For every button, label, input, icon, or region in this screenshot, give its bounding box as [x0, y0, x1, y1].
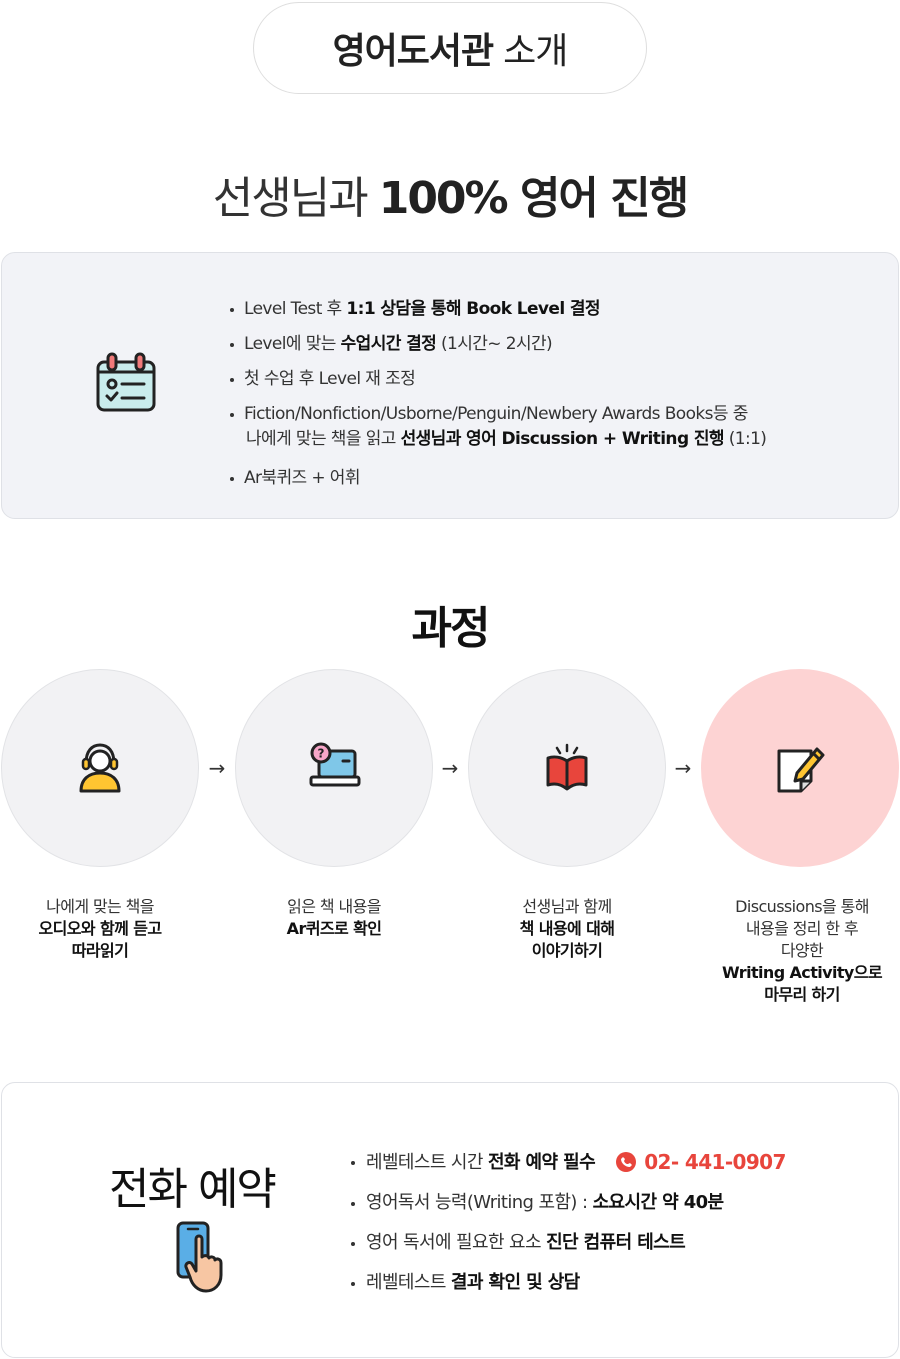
info-item: Level Test 후 1:1 상담을 통해 Book Level 결정: [230, 297, 766, 322]
arrow-icon: →: [674, 756, 692, 780]
process-title: 과정: [411, 603, 491, 654]
laptop-question-icon: ?: [309, 742, 361, 787]
step-2-text: 읽은 책 내용을 Ar퀴즈로 확인: [286, 897, 382, 938]
page-title: 영어도서관 소개: [253, 2, 647, 94]
step-4-circle: [701, 669, 899, 867]
reservation-item: 영어독서 능력(Writing 포함) : 소요시간 약 40분: [350, 1190, 786, 1216]
phone-tap-icon: [176, 1221, 223, 1293]
phone-number[interactable]: 02- 441-0907: [616, 1149, 786, 1175]
calendar-checklist-icon: [96, 352, 156, 412]
note-pencil-icon: [777, 747, 825, 793]
reservation-title: 전화 예약: [109, 1164, 277, 1215]
arrow-icon: →: [208, 756, 226, 780]
intro-headline-light: 선생님과: [212, 173, 369, 224]
info-item: Fiction/Nonfiction/Usborne/Penguin/Newbe…: [230, 402, 767, 452]
reservation-item: 영어 독서에 필요한 요소 진단 컴퓨터 테스트: [350, 1230, 786, 1256]
step-1-text: 나에게 맞는 책을 오디오와 함께 듣고 따라읽기: [38, 897, 163, 960]
step-3-text: 선생님과 함께 책 내용에 대해 이야기하기: [519, 897, 615, 960]
step-3-circle: [468, 669, 666, 867]
info-item: Level에 맞는 수업시간 결정 (1시간~ 2시간): [230, 332, 766, 357]
page-title-bold: 영어도서관: [332, 31, 495, 72]
headset-user-icon: [79, 743, 121, 793]
info-item: Ar북퀴즈 + 어휘: [230, 466, 766, 491]
page-title-light: 소개: [503, 31, 568, 72]
reservation-item: 레벨테스트 시간 전화 예약 필수 02- 441-0907: [350, 1149, 786, 1176]
step-2-circle: ?: [235, 669, 433, 867]
svg-text:?: ?: [318, 747, 325, 761]
reservation-box: 전화 예약 레벨테스트 시간 전화 예약 필수 02- 441-0907 영어독…: [1, 1082, 899, 1358]
info-item: 첫 수업 후 Level 재 조정: [230, 367, 766, 392]
open-book-icon: [546, 743, 588, 791]
reservation-list: 레벨테스트 시간 전화 예약 필수 02- 441-0907 영어독서 능력(W…: [350, 1149, 786, 1310]
phone-call-icon: [616, 1152, 637, 1172]
step-1-circle: [1, 669, 199, 867]
info-box: Level Test 후 1:1 상담을 통해 Book Level 결정 Le…: [1, 252, 899, 519]
arrow-icon: →: [441, 756, 459, 780]
reservation-item: 레벨테스트 결과 확인 및 상담: [350, 1270, 786, 1296]
info-list: Level Test 후 1:1 상담을 통해 Book Level 결정 Le…: [230, 297, 767, 501]
step-4-text: Discussions을 통해 내용을 정리 한 후 다양한 Writing A…: [722, 897, 883, 1004]
intro-headline: 선생님과 100% 영어 진행: [0, 162, 900, 226]
intro-headline-bold: 100% 영어 진행: [378, 173, 689, 224]
